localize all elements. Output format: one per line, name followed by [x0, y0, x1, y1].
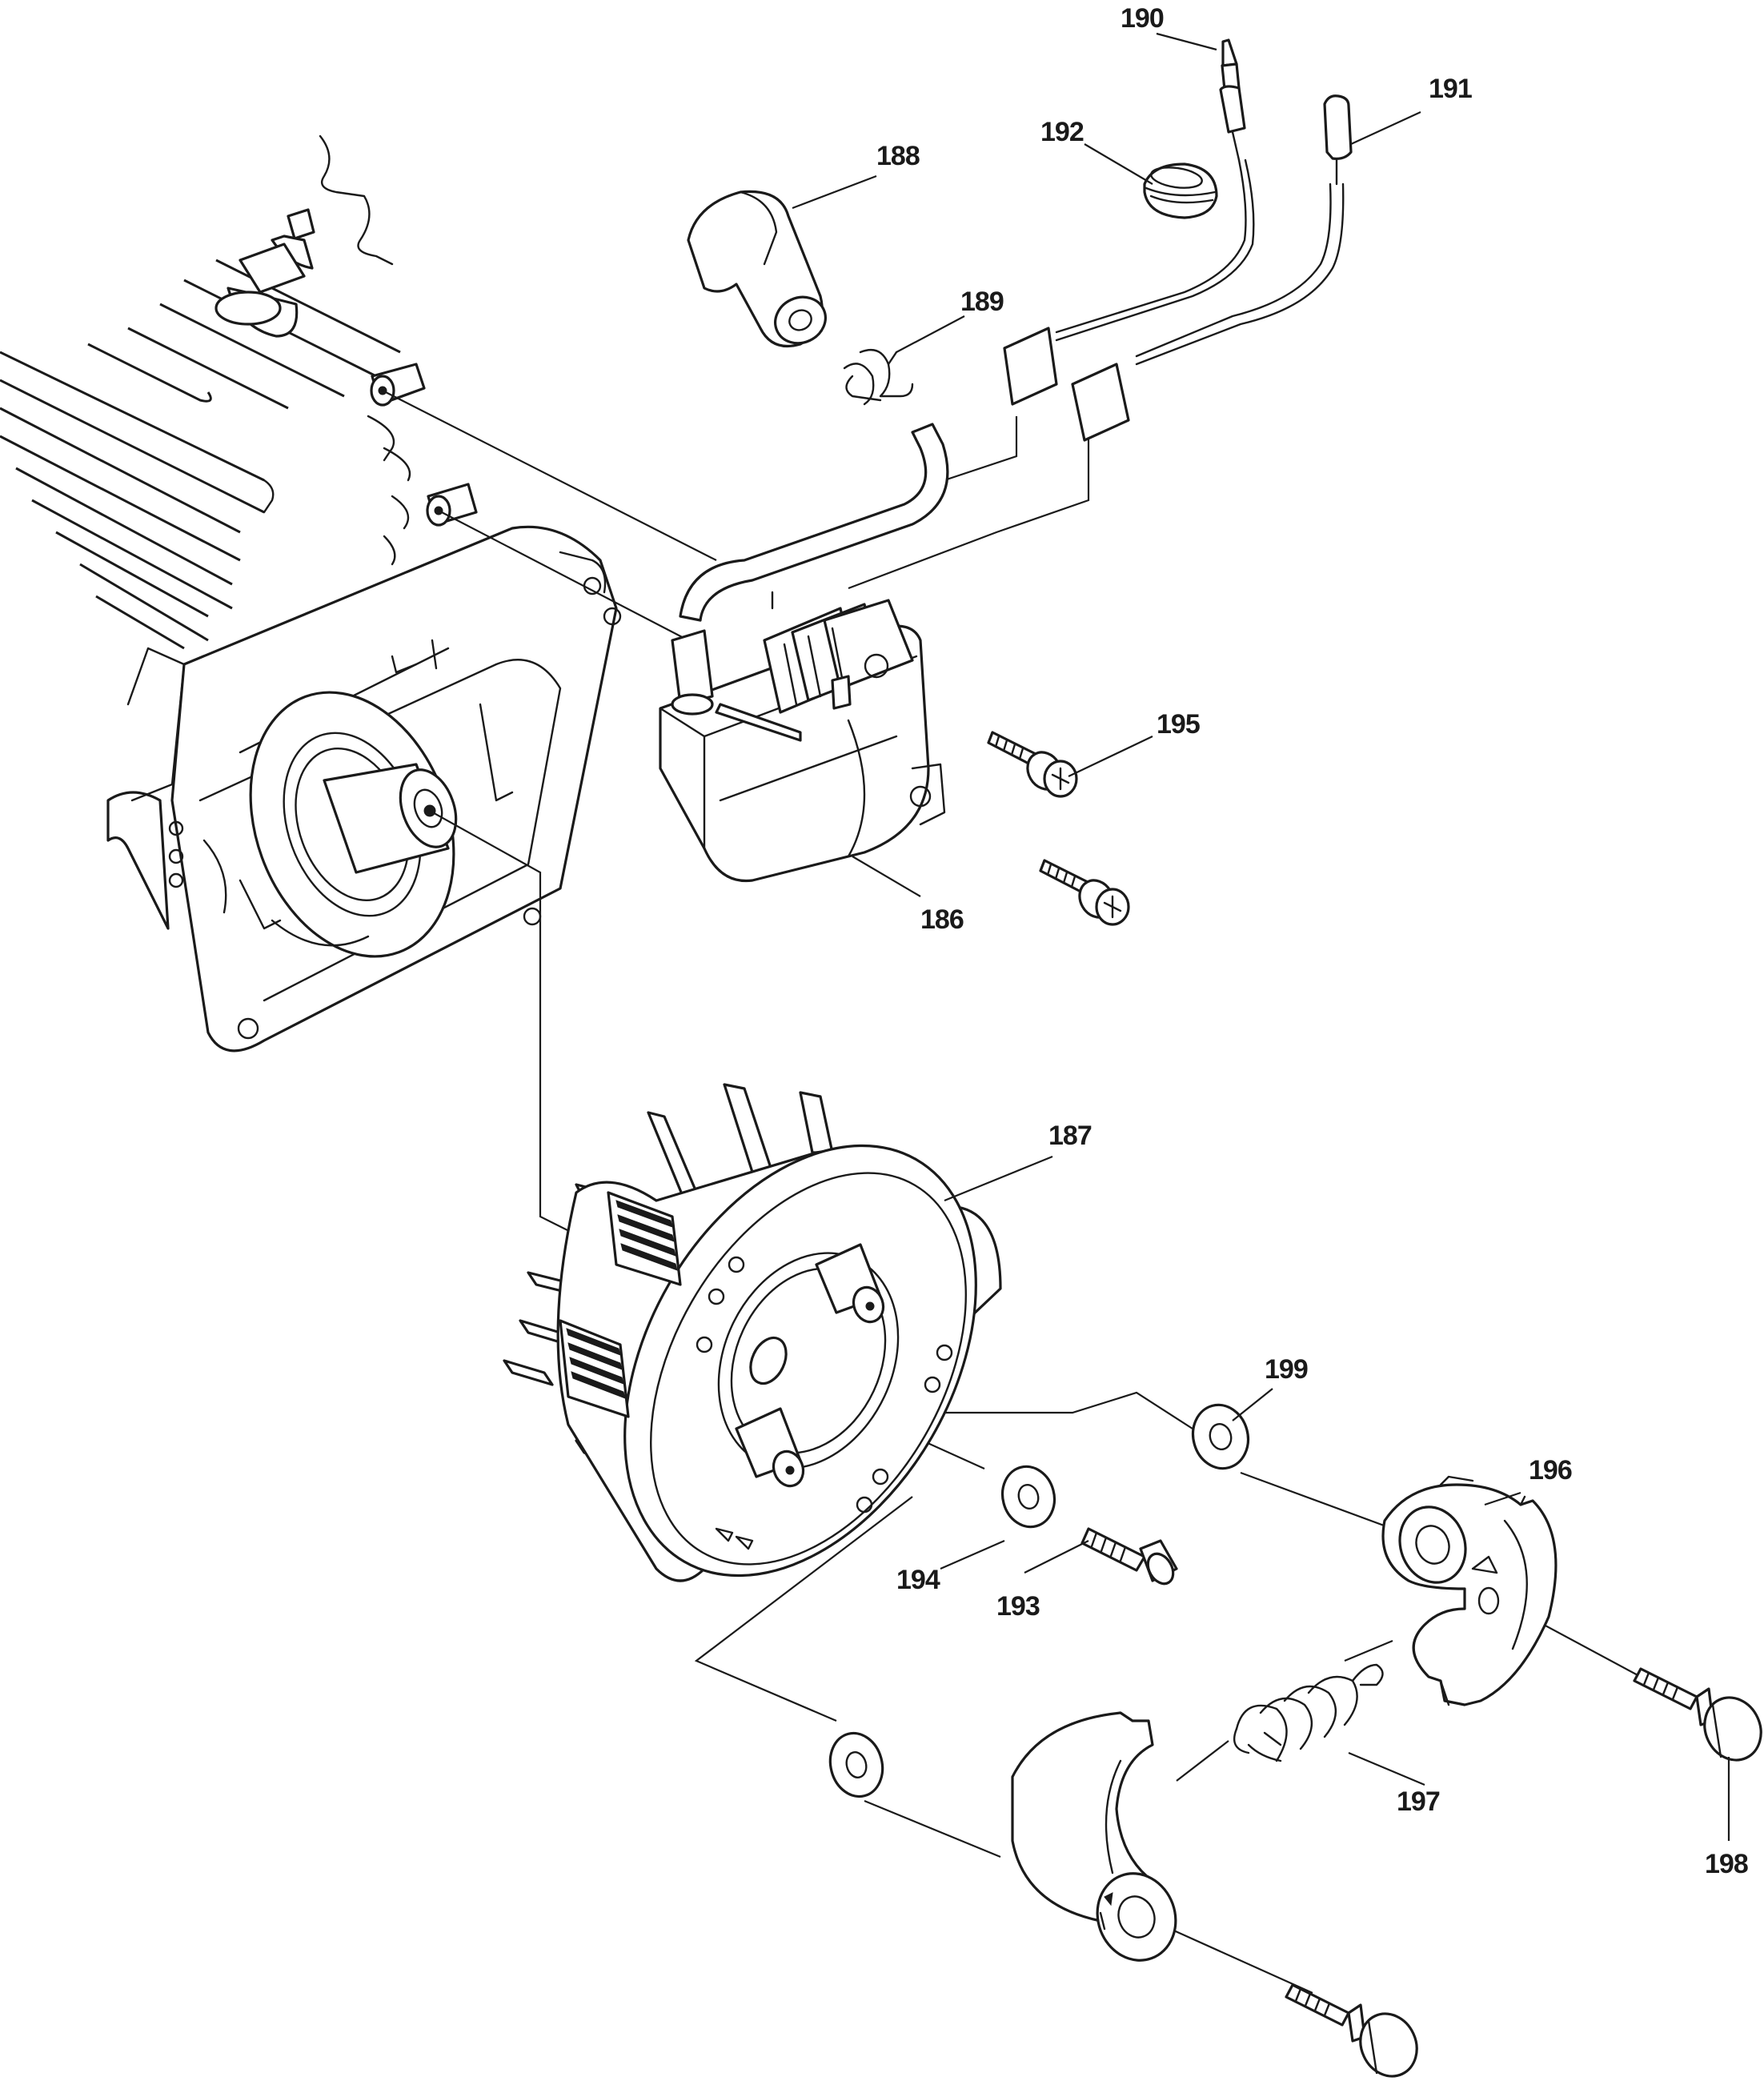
- label-194: 194: [896, 1565, 940, 1595]
- ground-wire-terminal: [1071, 94, 1353, 442]
- label-188: 188: [876, 141, 920, 171]
- leader-lines: [792, 32, 1730, 1841]
- clutch-shoe-lower: [1011, 1711, 1177, 1962]
- stop-wire-terminal: [1003, 38, 1255, 406]
- engine-block: [0, 134, 622, 1053]
- clutch-shoe-upper: [1381, 1475, 1558, 1706]
- label-190: 190: [1121, 3, 1164, 34]
- washers: [828, 1403, 1250, 1798]
- label-189: 189: [960, 287, 1004, 317]
- label-186: 186: [920, 904, 964, 935]
- label-192: 192: [1040, 117, 1084, 147]
- spark-plug-cap: [687, 190, 827, 348]
- label-195: 195: [1157, 709, 1200, 740]
- coil-screws: [987, 731, 1130, 926]
- label-197: 197: [1397, 1786, 1440, 1817]
- label-191: 191: [1429, 74, 1472, 104]
- label-193: 193: [996, 1591, 1040, 1622]
- label-199: 199: [1265, 1354, 1308, 1385]
- hex-bolt: [1080, 1527, 1178, 1586]
- flywheel: [503, 1083, 1002, 1582]
- part-labels: 190 191 192 188 189 195 186 187 199 196 …: [876, 3, 1749, 1879]
- label-187: 187: [1048, 1121, 1092, 1151]
- grommet: [1143, 162, 1218, 219]
- shoulder-bolts: [1285, 1667, 1762, 2078]
- spring-clip: [843, 348, 914, 406]
- label-198: 198: [1705, 1849, 1748, 1879]
- ignition-coil: [659, 423, 949, 883]
- clutch-spring: [1233, 1663, 1384, 1762]
- label-196: 196: [1529, 1455, 1572, 1486]
